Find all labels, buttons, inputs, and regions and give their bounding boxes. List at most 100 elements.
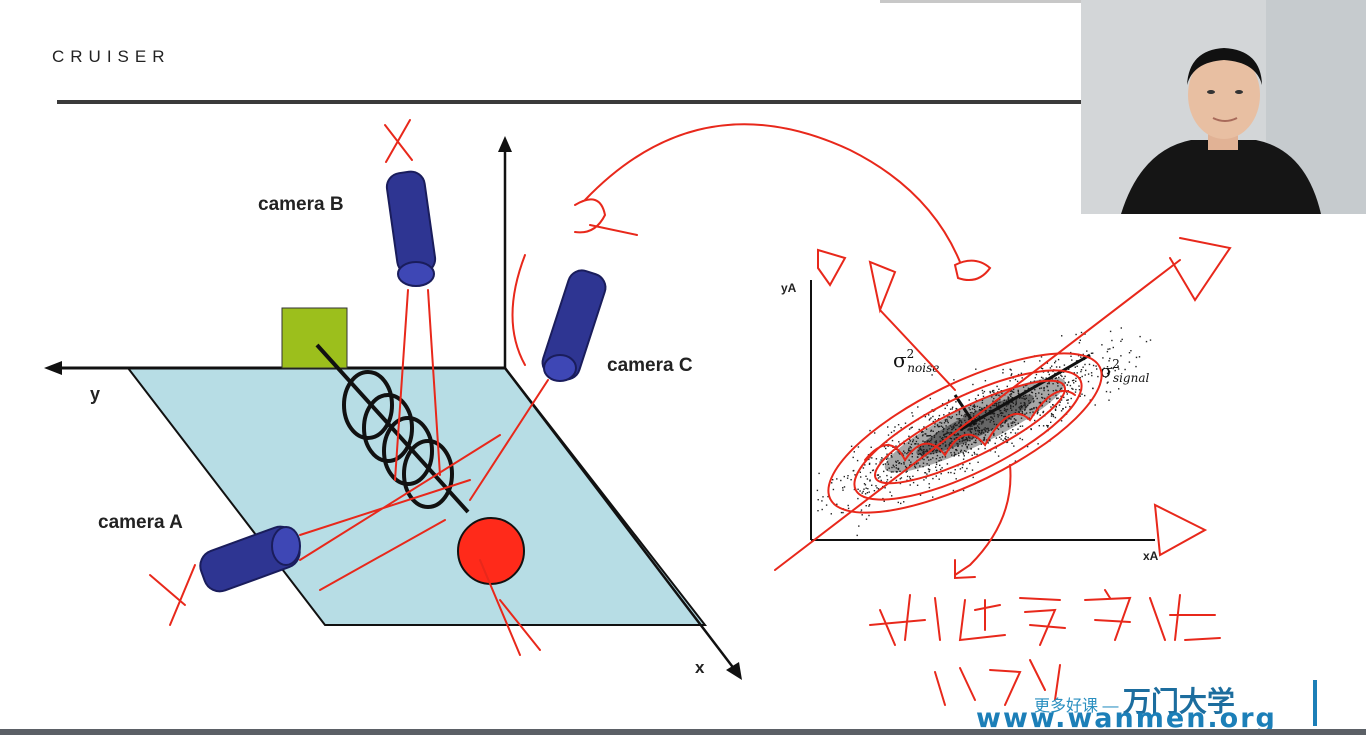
scatter-point: [1030, 381, 1032, 383]
scatter-point: [930, 458, 932, 461]
scatter-point: [1041, 393, 1043, 395]
scatter-point: [959, 418, 961, 420]
scatter-point: [1067, 381, 1070, 384]
scatter-point: [916, 456, 919, 458]
scatter-point: [1042, 397, 1044, 399]
scatter-point: [1062, 408, 1064, 410]
scatter-point: [1130, 350, 1132, 352]
scatter-point: [920, 431, 923, 433]
scatter-point: [1031, 408, 1033, 411]
scatter-point: [1054, 362, 1056, 364]
scatter-point: [909, 440, 911, 442]
scatter-point: [928, 419, 931, 421]
scatter-point: [915, 435, 918, 437]
scatter-point: [918, 428, 920, 431]
scatter-point: [872, 469, 875, 471]
scatter-point: [1080, 356, 1082, 358]
scatter-point: [1040, 356, 1043, 358]
scatter-point: [836, 478, 838, 480]
scatter-point: [909, 476, 911, 478]
scatter-point: [1054, 360, 1057, 362]
scatter-point: [1073, 379, 1075, 381]
scatter-point: [926, 473, 928, 475]
scatter-point: [1070, 397, 1072, 400]
scatter-point: [1021, 377, 1023, 379]
video-progress-bar[interactable]: [0, 729, 1366, 735]
scatter-point: [1055, 406, 1057, 408]
scatter-point: [1060, 399, 1063, 401]
scatter-point: [1011, 391, 1014, 393]
scatter-point: [935, 458, 938, 460]
scatter-point: [850, 445, 853, 447]
scatter-point: [1023, 360, 1026, 363]
scatter-point: [840, 511, 843, 514]
scatter-point: [961, 445, 963, 447]
scatter-point: [1088, 363, 1091, 366]
scatter-point: [903, 450, 905, 452]
scatter-point: [914, 465, 916, 468]
scatter-point: [1055, 389, 1057, 391]
scatter-point: [914, 443, 916, 445]
scatter-point: [1029, 411, 1031, 414]
scatter-point: [867, 488, 869, 490]
scatter-point: [1105, 376, 1107, 378]
scatter-point: [1092, 352, 1094, 354]
scatter-point: [971, 469, 974, 471]
scatter-point: [898, 452, 900, 455]
scatter-point: [982, 395, 985, 398]
scatter-point: [1038, 392, 1040, 394]
scatter-point: [1030, 428, 1032, 431]
scatter-point: [1063, 371, 1065, 373]
scatter-point: [904, 452, 906, 454]
scatter-point: [1059, 366, 1061, 368]
scatter-point: [908, 428, 911, 430]
scatter-point: [1059, 401, 1061, 403]
scatter-point: [938, 478, 940, 480]
scatter-point: [1050, 421, 1052, 423]
scatter-point: [911, 456, 913, 458]
scatter-point: [947, 421, 949, 424]
scatter-point: [932, 415, 934, 418]
scatter-point: [947, 416, 949, 418]
scatter-point: [868, 514, 870, 517]
scatter-point: [908, 435, 910, 437]
scatter-point: [1039, 401, 1042, 404]
scatter-point: [966, 467, 968, 470]
mass-ball: [457, 517, 525, 585]
scatter-point: [864, 493, 867, 495]
scatter-point: [900, 463, 903, 465]
scatter-point: [912, 481, 915, 484]
scatter-point: [1106, 350, 1109, 353]
scatter-point: [1079, 395, 1081, 397]
scatter-point: [900, 502, 902, 505]
spring-coil: [342, 370, 454, 509]
scatter-point: [865, 475, 867, 477]
scatter-point: [884, 487, 886, 489]
scatter-point: [1014, 460, 1017, 462]
scatter-point: [897, 468, 900, 471]
scatter-point: [1084, 363, 1086, 366]
scatter-point: [1091, 374, 1093, 377]
scatter-point: [973, 441, 975, 444]
camera-c: [541, 269, 607, 382]
scatter-point: [852, 456, 854, 459]
scatter-point: [995, 437, 998, 439]
scatter-point: [1076, 372, 1078, 374]
scatter-point: [1064, 375, 1066, 378]
scatter-point: [971, 408, 974, 410]
scatter-point: [1121, 338, 1123, 341]
scatter-point: [932, 477, 934, 480]
scatter-point: [925, 428, 928, 430]
scatter-point: [962, 458, 965, 460]
scatter-point: [1114, 369, 1116, 372]
scatter-point: [981, 407, 983, 409]
scatter-point: [1108, 360, 1110, 362]
scatter-point: [926, 463, 928, 465]
scatter-point: [1067, 402, 1069, 404]
scatter-point: [1057, 385, 1059, 387]
scatter-point: [925, 433, 927, 435]
scatter-point: [1090, 372, 1093, 374]
scatter-point: [890, 471, 893, 473]
scatter-point: [966, 447, 968, 449]
